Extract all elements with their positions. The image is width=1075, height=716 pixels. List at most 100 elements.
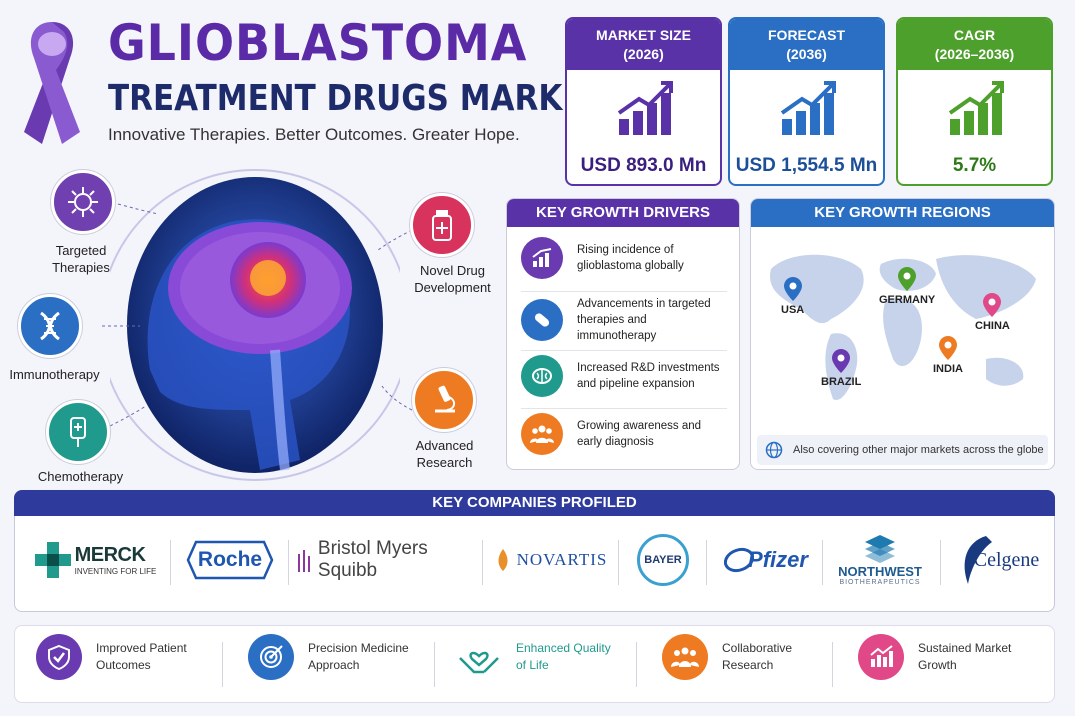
map-pin-icon xyxy=(898,267,917,291)
team-icon xyxy=(662,634,708,680)
region-pin-germany: GERMANY xyxy=(879,267,935,306)
virus-icon xyxy=(68,187,98,217)
shield-check-icon xyxy=(36,634,82,680)
bayer-logo: BAYER xyxy=(628,520,698,600)
card-label: MARKET SIZE xyxy=(596,27,691,43)
divider xyxy=(434,642,435,687)
merck-name: MERCK xyxy=(74,544,146,566)
celgene-name: Celgene xyxy=(973,548,1040,571)
pin-label: USA xyxy=(781,304,805,316)
benefit-text: Growth xyxy=(918,658,957,672)
card-sub: (2026) xyxy=(623,46,664,62)
divider xyxy=(822,540,823,585)
benefit-text: Improved Patient xyxy=(96,641,187,655)
bayer-cross-icon: BAYER xyxy=(637,534,689,586)
brain-illustration xyxy=(110,169,400,481)
driver-text: early diagnosis xyxy=(577,436,654,448)
divider xyxy=(170,540,171,585)
bms-name: Bristol Myers Squibb xyxy=(317,538,428,581)
pfizer-mark-icon xyxy=(724,547,755,573)
pin-label: BRAZIL xyxy=(821,376,862,388)
northwest-name: NORTHWEST xyxy=(838,564,922,579)
medicine-bottle-icon xyxy=(432,210,452,241)
region-pin-china: CHINA xyxy=(975,293,1010,332)
microscope-icon xyxy=(435,385,455,413)
divider xyxy=(832,642,833,687)
northwest-logo: NORTHWEST BIOTHERAPEUTICS xyxy=(830,520,930,600)
pfizer-name: Pfizer xyxy=(748,547,808,572)
chart-up-icon xyxy=(858,634,904,680)
map-pin-icon xyxy=(832,349,851,373)
roche-name: Roche xyxy=(197,548,263,571)
growth-drivers-panel: KEY GROWTH DRIVERS Rising incidence of gl… xyxy=(506,198,740,470)
region-pin-usa: USA xyxy=(781,277,804,316)
targeted-therapies-circle xyxy=(51,170,115,234)
driver-text: Increased R&D investments xyxy=(577,362,720,374)
divider xyxy=(618,540,619,585)
card-label: CAGR xyxy=(953,27,996,43)
driver-text: Growing awareness and xyxy=(577,420,702,432)
region-pin-brazil: BRAZIL xyxy=(821,349,861,388)
divider xyxy=(482,540,483,585)
divider xyxy=(706,540,707,585)
divider xyxy=(288,540,289,585)
benefit-text: Approach xyxy=(308,658,360,672)
card-label: FORECAST xyxy=(768,27,845,43)
growth-chart-icon xyxy=(780,81,836,135)
card-sub: (2036) xyxy=(786,46,827,62)
bayer-name: BAYER xyxy=(644,554,682,566)
growth-regions-panel: KEY GROWTH REGIONS USA GERMANY CHINA IND… xyxy=(750,198,1055,470)
divider xyxy=(940,540,941,585)
therapy-label-chemotherapy: Chemotherapy xyxy=(37,469,124,484)
pin-label: INDIA xyxy=(933,363,963,375)
heart-hands-icon xyxy=(456,634,502,680)
label-line: Research xyxy=(416,455,473,470)
companies-title: KEY COMPANIES PROFILED xyxy=(14,490,1055,516)
page-title: GLIOBLASTOMA xyxy=(108,14,528,72)
driver-text: glioblastoma globally xyxy=(577,260,684,272)
benefit-text: Collaborative xyxy=(722,641,793,655)
divider xyxy=(636,642,637,687)
forecast-value: USD 1,554.5 Mn xyxy=(735,155,878,176)
novartis-name: NOVARTIS xyxy=(516,550,608,569)
market-size-card: MARKET SIZE (2026) USD 893.0 Mn xyxy=(565,17,722,186)
divider xyxy=(521,350,727,351)
drivers-title: KEY GROWTH DRIVERS xyxy=(507,199,739,227)
region-pin-india: INDIA xyxy=(933,336,963,375)
driver-text: Rising incidence of xyxy=(577,244,674,256)
therapy-label-immunotherapy: Immunotherapy xyxy=(9,367,100,382)
label-line: Advanced xyxy=(415,438,474,453)
people-icon xyxy=(521,413,563,455)
label-line: Targeted xyxy=(55,243,107,258)
northwest-sub: BIOTHERAPEUTICS xyxy=(839,579,921,586)
map-pin-icon xyxy=(783,277,802,301)
celgene-logo: Celgene xyxy=(950,520,1045,600)
divider xyxy=(222,642,223,687)
pill-icon xyxy=(521,299,563,341)
map-pin-icon xyxy=(983,293,1002,317)
driver-item: Rising incidence of glioblastoma globally xyxy=(521,237,727,279)
divider xyxy=(521,291,727,292)
benefit-text: Sustained Market xyxy=(918,641,1012,655)
card-sub: (2026–2036) xyxy=(934,46,1015,62)
label-line: Novel Drug xyxy=(419,263,486,278)
target-icon xyxy=(248,634,294,680)
celgene-swoosh-icon xyxy=(964,536,992,584)
label-line: Development xyxy=(414,280,491,295)
merck-mark-icon xyxy=(34,542,71,578)
northwest-mark-icon xyxy=(865,535,895,563)
roche-logo: Roche xyxy=(182,520,278,600)
pfizer-logo: Pfizer xyxy=(716,520,816,600)
chemotherapy-circle xyxy=(46,400,110,464)
regions-footer: Also covering other major markets across… xyxy=(757,435,1048,465)
benefit-text: Outcomes xyxy=(96,658,151,672)
pin-label: GERMANY xyxy=(879,294,936,306)
bms-mark-icon xyxy=(298,550,310,572)
market-size-value: USD 893.0 Mn xyxy=(580,155,707,176)
merck-sub: INVENTING FOR LIFE xyxy=(74,567,157,576)
